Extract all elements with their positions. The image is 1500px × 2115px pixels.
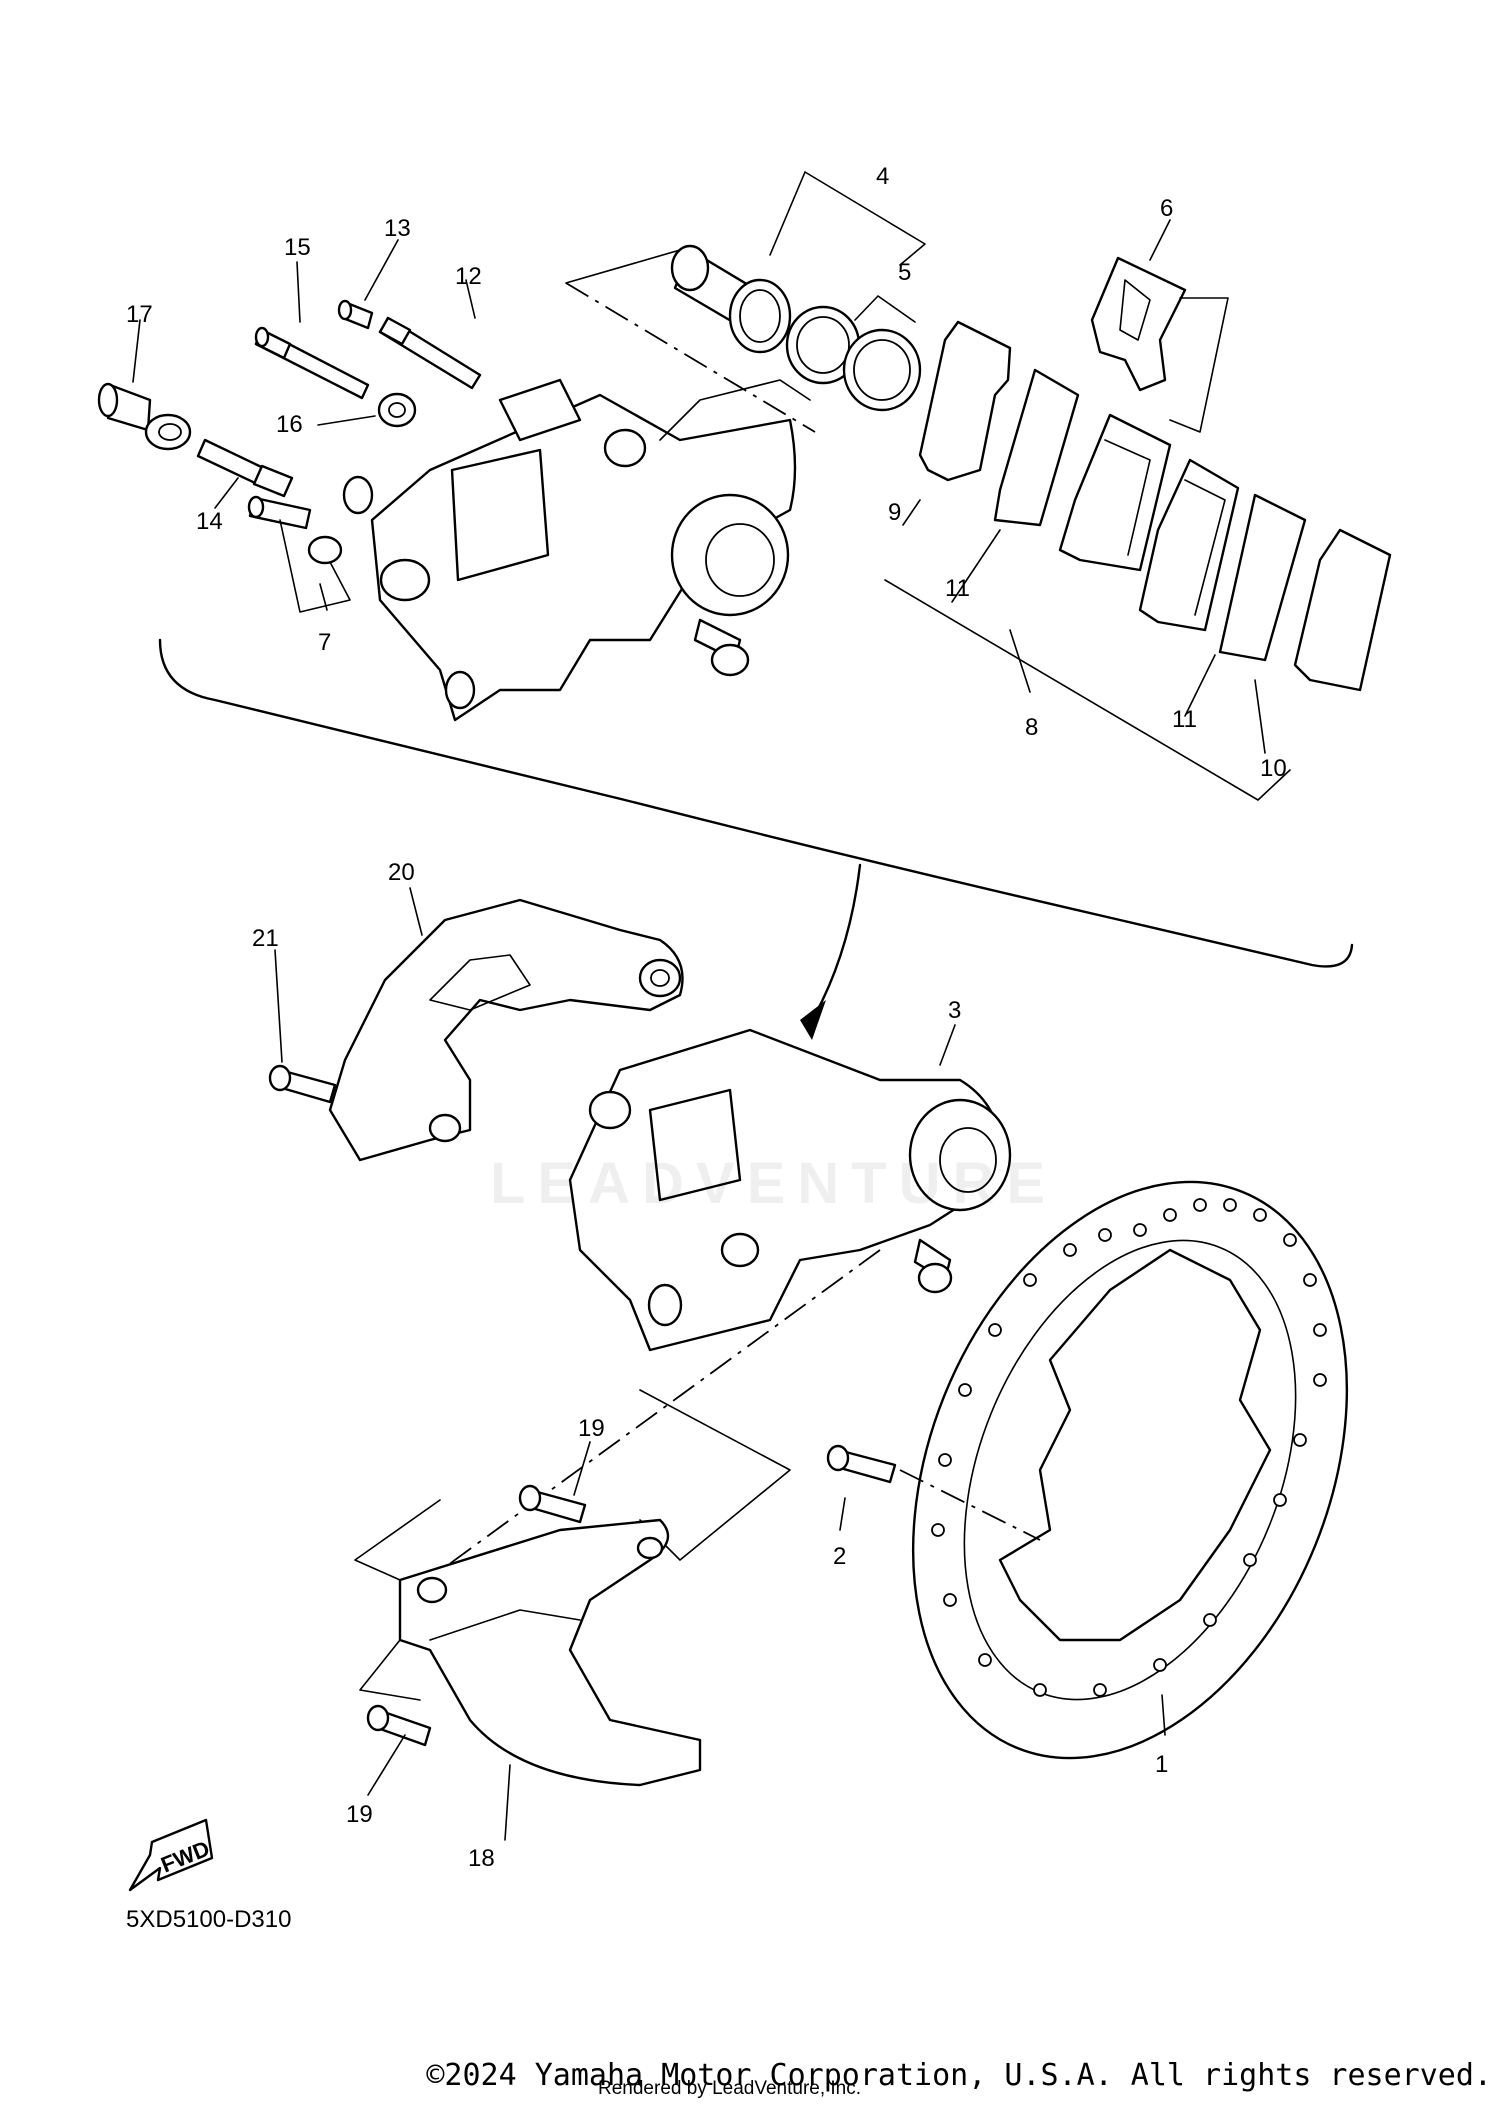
callout-leaders xyxy=(132,219,1266,1841)
part-18-disc-guard xyxy=(398,1518,702,1787)
pads-bracket xyxy=(884,579,1291,801)
part-8-pad-b xyxy=(1138,458,1240,632)
callout-10: 10 xyxy=(1260,755,1287,782)
bracket-arrow-line xyxy=(813,863,862,1017)
axis-line-lower xyxy=(399,1249,881,1601)
callout-3: 3 xyxy=(948,997,961,1024)
callout-18: 18 xyxy=(468,1845,495,1872)
callout-13: 13 xyxy=(384,215,411,242)
callout-9: 9 xyxy=(888,499,901,526)
part-20-caliper-bracket xyxy=(328,898,684,1162)
callout-7: 7 xyxy=(318,629,331,656)
callout-20: 20 xyxy=(388,859,415,886)
callout-8: 8 xyxy=(1025,714,1038,741)
axis-left-end xyxy=(565,249,681,284)
callout-19-lower: 19 xyxy=(346,1801,373,1828)
part-5-seals xyxy=(785,305,922,412)
part-11-shim-a xyxy=(993,368,1080,527)
callout-1: 1 xyxy=(1155,1751,1168,1778)
part-10-shim xyxy=(1293,528,1392,692)
part-3-caliper-assembly xyxy=(568,1028,1012,1352)
part-12-slide-pin xyxy=(378,316,482,390)
part-15-pin xyxy=(254,326,370,400)
axis-line-upper xyxy=(565,282,816,433)
guard-bracket-lower xyxy=(359,1639,421,1701)
part-14-pin xyxy=(196,438,294,498)
bracket-arrowhead xyxy=(800,1000,826,1040)
part-4-piston xyxy=(670,244,792,354)
part-8-pad-a xyxy=(1058,413,1172,572)
callout-16: 16 xyxy=(276,411,303,438)
rendered-by-notice: Rendered by LeadVenture, Inc. xyxy=(598,2078,862,2099)
copyright-notice: ©2024 Yamaha Motor Corporation, U.S.A. A… xyxy=(426,2058,1492,2093)
part-19-bolt-lower xyxy=(366,1704,432,1747)
part-21-bolt xyxy=(268,1064,337,1104)
caliper-body-exploded xyxy=(370,378,811,722)
callout-11-lower: 11 xyxy=(1172,706,1197,733)
part-11-shim-b xyxy=(1218,493,1307,662)
part-1-brake-disc xyxy=(911,1180,1349,1760)
callout-2: 2 xyxy=(833,1543,846,1570)
leader-4 xyxy=(769,171,926,266)
part-19-bolt-upper xyxy=(518,1484,587,1524)
callout-14: 14 xyxy=(196,508,223,535)
part-9-shim xyxy=(918,320,1012,482)
callout-21: 21 xyxy=(252,925,279,952)
fwd-arrow-icon: FWD xyxy=(128,1818,214,1892)
callout-4: 4 xyxy=(876,163,889,190)
callout-11-upper: 11 xyxy=(945,575,970,602)
leader-5 xyxy=(854,295,916,323)
watermark: LEADVENTURE xyxy=(490,1151,1058,1216)
part-6-pad-spring xyxy=(1090,256,1229,433)
part-13-plug xyxy=(337,299,374,330)
part-2-disc-bolt xyxy=(826,1444,897,1484)
callout-6: 6 xyxy=(1160,195,1173,222)
part-7-bleed-screw xyxy=(247,475,374,613)
group-bracket xyxy=(158,638,1354,968)
callout-15: 15 xyxy=(284,234,311,261)
callout-19-upper: 19 xyxy=(578,1415,605,1442)
part-17-bolt xyxy=(97,382,192,451)
diagram-code: 5XD5100-D310 xyxy=(126,1906,292,1933)
callout-17: 17 xyxy=(126,301,153,328)
part-16-boot xyxy=(377,392,417,428)
callout-12: 12 xyxy=(455,263,482,290)
callout-5: 5 xyxy=(898,259,911,286)
